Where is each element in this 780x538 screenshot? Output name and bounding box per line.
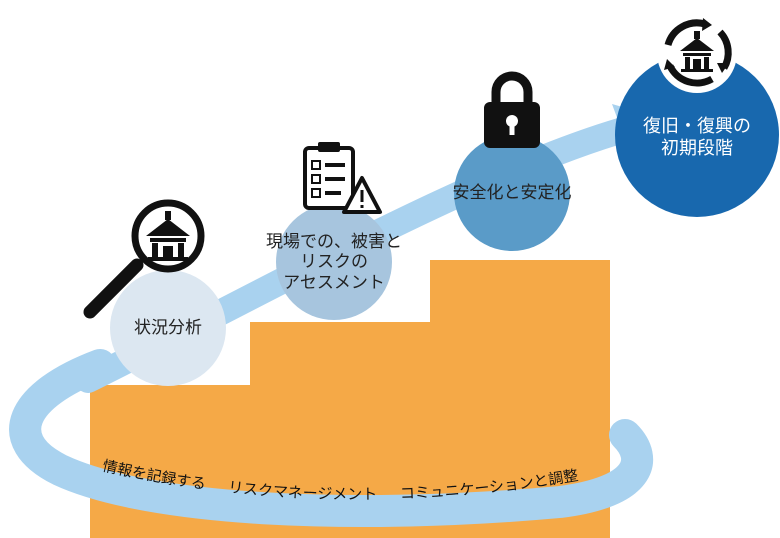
stage-label-early-recovery: 復旧・復興の 初期段階 [643, 116, 751, 159]
stage-circle-4 [615, 53, 779, 217]
stage-label-situation-analysis: 状況分析 [134, 318, 202, 338]
cycle-temple-icon [657, 13, 737, 93]
stage-label-stabilization: 安全化と安定化 [452, 183, 572, 203]
stage-circle-1 [110, 270, 226, 386]
magnifier-temple-icon [83, 199, 205, 319]
staircase [90, 260, 610, 538]
checklist-warning-icon [303, 142, 382, 214]
padlock-icon [484, 71, 540, 148]
stage-circle-3 [454, 135, 570, 251]
stage-circle-2 [276, 204, 392, 320]
stage-label-assessment: 現場での、被害と リスクの アセスメント [266, 232, 402, 293]
arrow-path-lower [9, 349, 653, 528]
